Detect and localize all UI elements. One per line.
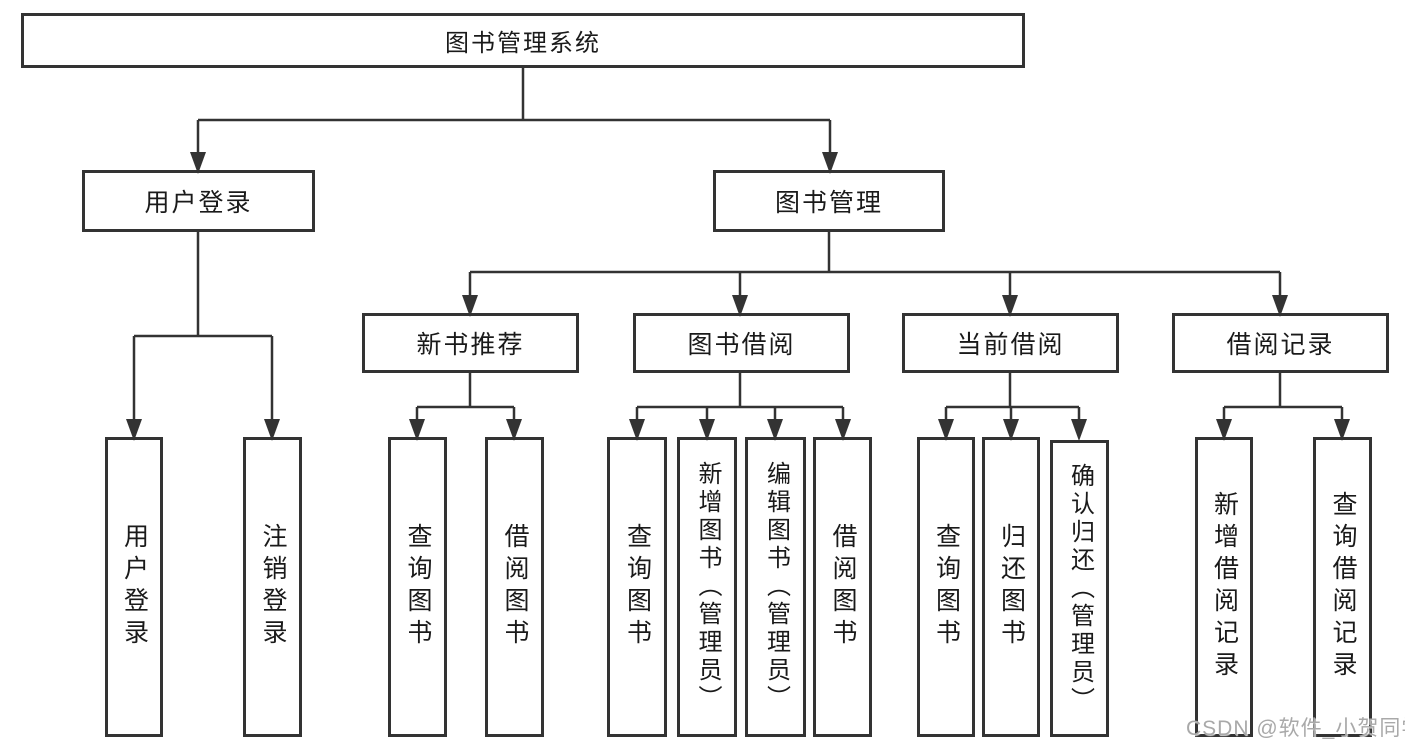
connector-user-login-branch (126, 232, 280, 441)
node-leaf-query-books-current: 查询图书 (917, 437, 975, 737)
node-leaf-user-login: 用户登录 (105, 437, 163, 737)
node-label: 查询借阅记录 (1329, 491, 1357, 683)
node-leaf-query-borrow-record: 查询借阅记录 (1313, 437, 1372, 737)
node-label: 查询图书 (932, 523, 961, 651)
node-library-management-system: 图书管理系统 (21, 13, 1025, 68)
node-leaf-confirm-return-admin: 确认归还（管理员） (1050, 440, 1109, 737)
node-label: 归还图书 (997, 523, 1026, 651)
node-user-login: 用户登录 (82, 170, 315, 232)
node-label: 借阅图书 (501, 523, 529, 651)
node-current-borrowing: 当前借阅 (902, 313, 1119, 373)
csdn-watermark: CSDN @软件_小贺同学 (1186, 717, 1405, 740)
node-leaf-logout: 注销登录 (243, 437, 302, 737)
node-label: 新增图书（管理员） (694, 461, 721, 713)
node-label: 用户登录 (120, 523, 149, 651)
node-leaf-add-borrow-record: 新增借阅记录 (1195, 437, 1253, 737)
node-leaf-borrow-books: 借阅图书 (813, 437, 872, 737)
connector-new-book-branch (409, 373, 522, 441)
node-leaf-add-books-admin: 新增图书（管理员） (677, 437, 737, 737)
node-leaf-query-books-borrow: 查询图书 (607, 437, 667, 737)
node-label: 图书管理 (774, 189, 883, 217)
node-label: 确认归还（管理员） (1066, 462, 1094, 715)
node-label: 图书借阅 (687, 331, 796, 359)
node-leaf-edit-books-admin: 编辑图书（管理员） (745, 437, 806, 737)
node-label: 用户登录 (144, 189, 253, 217)
connector-root-to-level2 (190, 68, 838, 174)
node-label: 当前借阅 (956, 331, 1065, 359)
node-label: 查询图书 (404, 523, 432, 651)
node-borrowing-records: 借阅记录 (1172, 313, 1389, 373)
node-label: 新增借阅记录 (1210, 491, 1239, 683)
node-leaf-query-books-newbook: 查询图书 (388, 437, 447, 737)
node-label: 查询图书 (623, 523, 652, 651)
node-label: 借阅记录 (1226, 331, 1335, 359)
node-leaf-return-books: 归还图书 (982, 437, 1040, 737)
node-book-borrowing: 图书借阅 (633, 313, 850, 373)
node-book-management: 图书管理 (713, 170, 945, 232)
node-label: 借阅图书 (829, 523, 857, 651)
node-label: 编辑图书（管理员） (762, 461, 790, 713)
node-label: 图书管理系统 (445, 30, 601, 57)
node-label: 注销登录 (259, 523, 287, 651)
node-label: 新书推荐 (416, 331, 525, 359)
connector-borrow-record-branch (1216, 373, 1350, 441)
connector-current-borrow-branch (938, 373, 1087, 441)
connector-book-management-branch (462, 232, 1288, 317)
connector-book-borrow-branch (629, 373, 851, 441)
node-new-book-recommend: 新书推荐 (362, 313, 579, 373)
node-leaf-borrow-books-newbook: 借阅图书 (485, 437, 544, 737)
